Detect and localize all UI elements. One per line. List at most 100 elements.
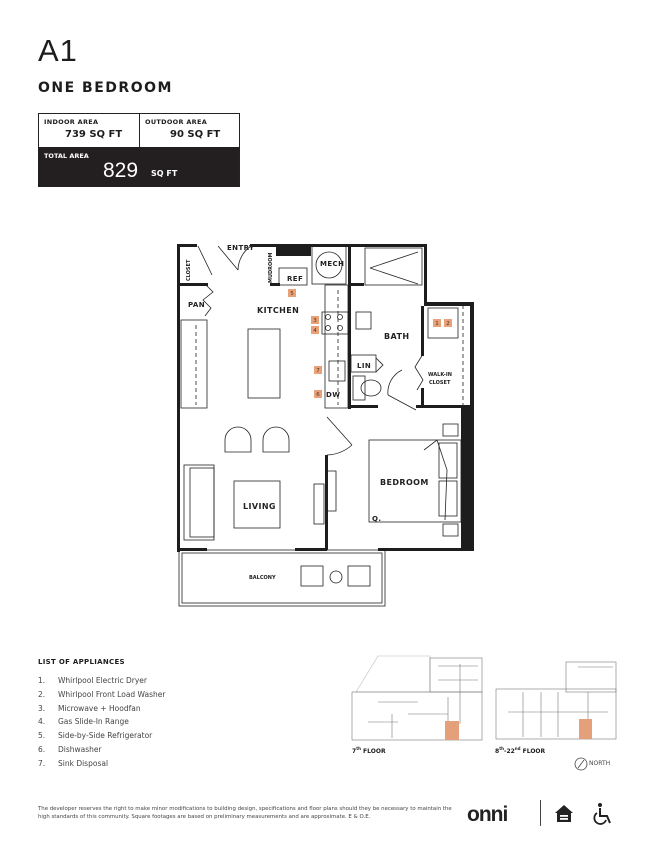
- room-label-entry: ENTRY: [227, 244, 255, 252]
- appliances-title: LIST OF APPLIANCES: [38, 658, 125, 666]
- ref: [278, 267, 308, 286]
- indoor-area-label: INDOOR AREA: [44, 118, 99, 126]
- key-plans: [351, 655, 617, 771]
- unit-highlight: [579, 719, 592, 739]
- onni-logo: onni: [467, 803, 508, 826]
- room-label-walkin: WALK-IN: [428, 372, 452, 378]
- appliance-name: Microwave + Hoodfan: [58, 703, 141, 713]
- appliance-item: 6. Dishwasher: [38, 745, 102, 754]
- balcony-outline: [178, 549, 386, 607]
- toilet-tank: [352, 375, 366, 401]
- appliance-marker-number: 2: [446, 321, 450, 327]
- keyplan-7th-floor: [351, 655, 483, 741]
- kitchen-sink: [328, 360, 346, 382]
- walls: [177, 244, 474, 552]
- nightstand: [442, 423, 459, 437]
- tv-console: [313, 483, 325, 525]
- keyplan-8-22-floor: [495, 661, 617, 740]
- appliance-name: Sink Disposal: [58, 758, 109, 768]
- appliance-marker: [311, 326, 319, 334]
- appliance-number: 2.: [38, 689, 46, 699]
- room-label-balcony: BALCONY: [249, 575, 276, 581]
- appliance-name: Whirlpool Front Load Washer: [58, 689, 166, 699]
- appliance-item: 3. Microwave + Hoodfan: [38, 704, 141, 713]
- appliance-marker: [314, 366, 322, 374]
- appliance-marker-number: 6: [316, 392, 320, 398]
- appliance-name: Whirlpool Electric Dryer: [58, 676, 147, 685]
- kitchen-island: [247, 328, 281, 399]
- appliance-marker: [433, 319, 441, 327]
- accessibility-icon: [593, 803, 611, 825]
- room-label-pan: PAN: [188, 301, 205, 309]
- living-rug: [233, 480, 281, 529]
- room-label-ref: REF: [287, 275, 303, 283]
- outdoor-area-label: OUTDOOR AREA: [145, 118, 208, 126]
- entry-door[interactable]: [217, 245, 252, 271]
- north-label: NORTH: [589, 760, 611, 767]
- bedroom-door[interactable]: [326, 416, 353, 456]
- room-label-bath: BATH: [384, 332, 409, 341]
- floor-8-22-label: 8th-22nd FLOOR: [495, 746, 546, 755]
- shower: [364, 247, 423, 286]
- appliance-marker: [314, 390, 322, 398]
- logo-divider: [540, 800, 541, 826]
- appliance-name: Gas Slide-In Range: [58, 717, 129, 727]
- bar-stool: [262, 426, 290, 453]
- appliance-item: 2. Whirlpool Front Load Washer: [38, 690, 165, 699]
- area-summary-box: INDOOR AREA 739 SQ FT OUTDOOR AREA 90 SQ…: [38, 113, 240, 187]
- appliance-marker-number: 1: [435, 321, 439, 327]
- balcony-table: [329, 570, 343, 584]
- balcony-chair: [300, 565, 324, 587]
- balcony-inner: [181, 552, 383, 604]
- appliance-item: 1. Whirlpool Electric Dryer: [38, 676, 147, 685]
- floor-plan: ENTRY CLOSET MUDROOM REF MECH KITCHEN PA…: [177, 244, 474, 607]
- room-label-mudroom: MUDROOM: [268, 252, 274, 283]
- appliance-number: 6.: [38, 745, 46, 754]
- balcony-chair: [347, 565, 371, 587]
- appliance-marker-number: 3: [313, 318, 317, 324]
- appliance-name: Side-by-Side Refrigerator: [58, 731, 153, 741]
- nightstand: [442, 523, 459, 537]
- indoor-area-value: 739 SQ FT: [65, 129, 123, 140]
- north-arrow-icon: [574, 757, 588, 771]
- bath-door[interactable]: [387, 369, 417, 411]
- appliance-marker-number: 4: [313, 328, 317, 334]
- room-label-living: LIVING: [243, 502, 276, 511]
- appliance-item: 5. Side-by-Side Refrigerator: [38, 731, 152, 740]
- washer-dryer: [427, 307, 459, 339]
- equal-housing-icon: [555, 805, 573, 822]
- bar-stool: [224, 426, 252, 453]
- appliance-name: Dishwasher: [58, 745, 102, 754]
- room-label-walkin-closet: CLOSET: [429, 380, 451, 386]
- sofa: [183, 464, 215, 541]
- floor-7-label: 7th FLOOR: [352, 746, 386, 755]
- total-area: TOTAL AREA 829 SQ FT: [39, 147, 239, 187]
- total-area-value: 829: [103, 159, 139, 182]
- appliance-marker: [444, 319, 452, 327]
- total-area-unit: SQ FT: [151, 169, 178, 178]
- appliance-item: 4.Gas Slide-In Range: [38, 717, 129, 726]
- pantry-counter: [180, 319, 208, 409]
- appliance-marker: [288, 289, 296, 297]
- unit-highlight: [445, 721, 459, 740]
- toilet-bowl: [360, 379, 382, 397]
- room-label-closet: CLOSET: [186, 259, 192, 281]
- room-label-bedroom: BEDROOM: [380, 478, 429, 487]
- appliance-marker-number: 5: [290, 291, 294, 297]
- appliance-number: 5.: [38, 731, 46, 741]
- bed-size: Q.: [372, 515, 381, 523]
- outdoor-area: OUTDOOR AREA 90 SQ FT: [140, 114, 239, 147]
- kitchen-counter: [324, 284, 349, 409]
- total-area-label: TOTAL AREA: [44, 152, 89, 160]
- unit-type: ONE BEDROOM: [38, 80, 173, 96]
- bath-sink: [355, 311, 372, 330]
- room-label-mech: MECH: [320, 260, 344, 268]
- appliance-item: 7.Sink Disposal: [38, 759, 108, 768]
- outdoor-area-value: 90 SQ FT: [170, 129, 221, 140]
- appliance-marker: [311, 316, 319, 324]
- appliance-number: 3.: [38, 703, 46, 713]
- room-label-dw: DW: [326, 391, 340, 399]
- appliance-number: 1.: [38, 676, 46, 685]
- room-label-lin: LIN: [357, 362, 371, 370]
